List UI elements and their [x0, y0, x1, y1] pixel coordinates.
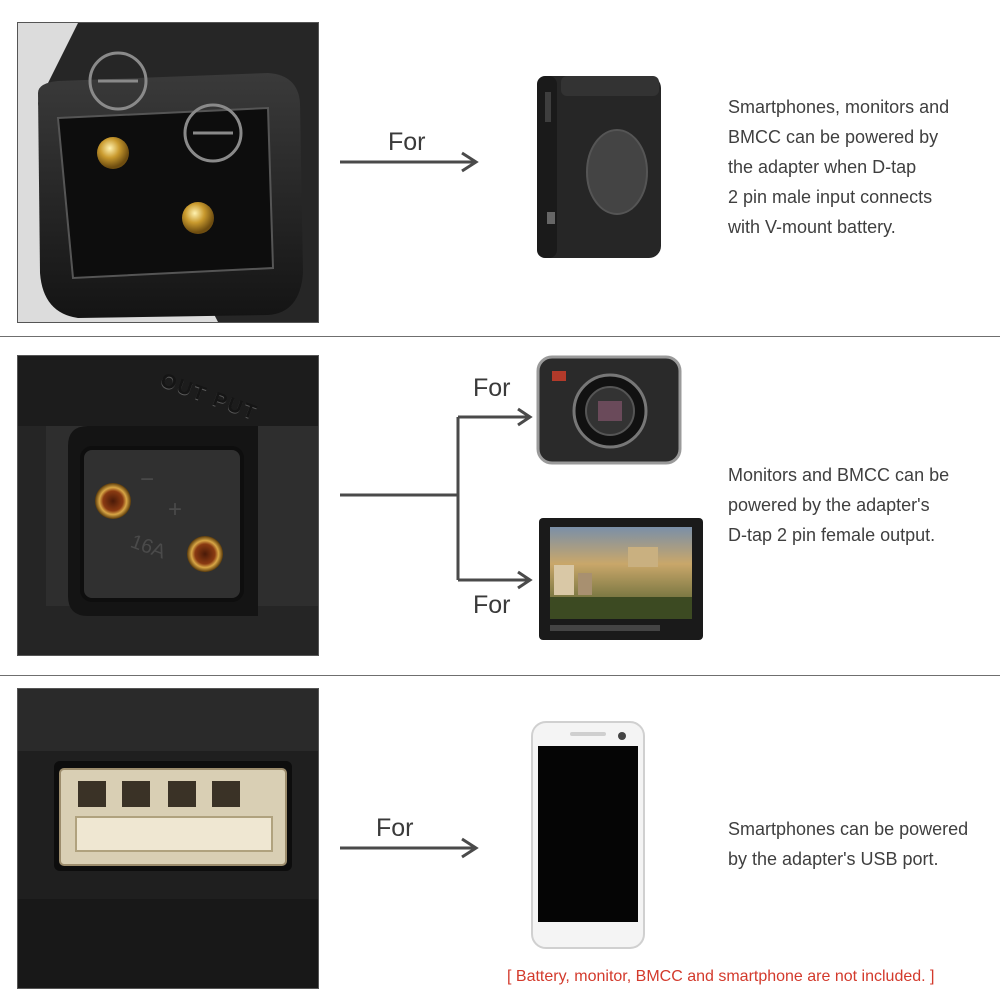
minus-symbol: − — [140, 466, 155, 493]
v-mount-battery-icon — [537, 76, 661, 258]
plus-symbol: + — [168, 496, 183, 523]
not-included-note: [ Battery, monitor, BMCC and smartphone … — [507, 968, 935, 985]
arrow-right-icon — [340, 837, 479, 859]
battery-description: Smartphones, monitors and BMCC can be po… — [728, 97, 950, 237]
usb-port-icon — [18, 689, 318, 988]
section-divider — [0, 675, 1000, 676]
for-label: For — [376, 814, 414, 842]
dtap-male-connector-photo — [17, 22, 319, 323]
for-label: For — [388, 128, 426, 156]
section-divider — [0, 336, 1000, 337]
output-description: Monitors and BMCC can be powered by the … — [728, 465, 950, 545]
usb-description: Smartphones can be powered by the adapte… — [728, 819, 969, 869]
split-arrow-icon — [340, 407, 533, 590]
smartphone-icon — [531, 721, 645, 949]
for-label-bottom: For — [473, 591, 511, 619]
dtap-female-output-photo: OUT PUT − + 16A — [17, 355, 319, 656]
field-monitor-icon — [539, 518, 703, 640]
dtap-female-output-icon — [18, 356, 318, 655]
arrow-right-icon — [340, 151, 479, 173]
for-label-top: For — [473, 374, 511, 402]
bmcc-camera-icon — [536, 355, 682, 465]
dtap-male-connector-icon — [18, 23, 318, 322]
usb-port-photo — [17, 688, 319, 989]
